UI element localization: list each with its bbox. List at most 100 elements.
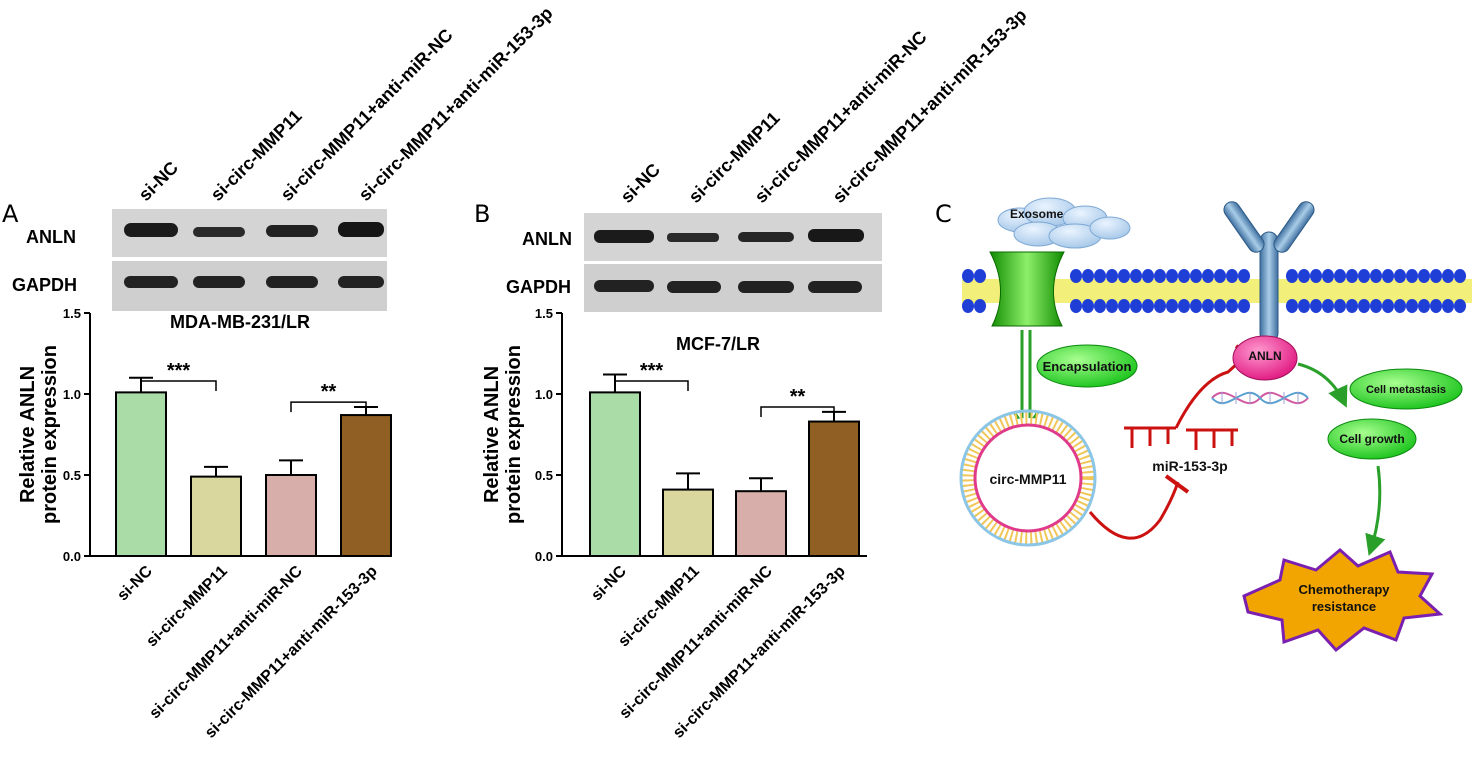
y-axis-label: protein expression (503, 345, 525, 524)
activation-arrow (1365, 465, 1386, 556)
lipid-head (1358, 269, 1370, 283)
resistance-label: resistance (1312, 599, 1376, 614)
lipid-head (1382, 269, 1394, 283)
y-tick-label: 0.0 (63, 549, 81, 564)
band (738, 281, 794, 293)
panel-letter-c: C (935, 200, 952, 228)
y-tick-label: 1.5 (63, 306, 81, 321)
blot-a-lane-label: si-NC (135, 157, 182, 204)
bar (265, 474, 317, 557)
significance-label: ** (790, 386, 806, 408)
lipid-head (1418, 269, 1430, 283)
band (266, 225, 318, 237)
circ-mmp11-node: circ-MMP11 (959, 409, 1097, 547)
lipid-head (1130, 269, 1142, 283)
x-category-label: si-circ-MMP11+anti-miR-153-3p (202, 563, 381, 742)
lipid-head (1298, 299, 1310, 313)
blot-b-row-label: GAPDH (506, 277, 571, 297)
cell-metastasis-node: Cell metastasis (1349, 368, 1463, 410)
membrane-channel (989, 251, 1065, 327)
y-tick-label: 0.0 (535, 549, 553, 564)
x-category-label: si-circ-MMP11+anti-miR-NC (616, 562, 776, 722)
lipid-head (1130, 299, 1142, 313)
lipid-head (1238, 299, 1250, 313)
x-category-label: si-circ-MMP11 (143, 563, 231, 651)
blot-b-lane-label: si-NC (617, 159, 664, 206)
cell-metastasis-label: Cell metastasis (1366, 384, 1446, 396)
y-tick-label: 0.5 (535, 468, 553, 483)
lipid-head (1298, 269, 1310, 283)
western-blot-a: si-NC si-circ-MMP11 si-circ-MMP11+anti-m… (12, 3, 557, 311)
cell-growth-node: Cell growth (1327, 418, 1417, 460)
x-category-label: si-NC (114, 562, 156, 604)
y-axis-label: Relative ANLN (481, 366, 503, 503)
chart-title: MDA-MB-231/LR (170, 312, 310, 332)
band (808, 229, 864, 242)
lipid-head (1370, 269, 1382, 283)
band (124, 223, 178, 237)
lipid-head (1082, 299, 1094, 313)
lipid-head (1178, 269, 1190, 283)
lipid-head (1214, 299, 1226, 313)
y-tick-label: 0.5 (63, 468, 81, 483)
lipid-head (1070, 299, 1082, 313)
band (266, 276, 318, 288)
exosome-label: Exosome (1010, 207, 1064, 221)
pathway-diagram: Exosome Encapsulation circ-MMP11 (959, 197, 1472, 653)
band (338, 222, 384, 237)
lipid-head (1106, 269, 1118, 283)
panel-letter-b: B (474, 200, 490, 228)
significance-bracket (290, 401, 367, 413)
significance-label: *** (167, 360, 191, 382)
bar (190, 475, 242, 557)
significance-bracket (760, 406, 835, 417)
lipid-head (1382, 299, 1394, 313)
lipid-head (1118, 269, 1130, 283)
encapsulation-node: Encapsulation (1036, 344, 1138, 388)
lipid-head (1082, 269, 1094, 283)
band (667, 281, 721, 293)
lipid-head (1202, 299, 1214, 313)
inhibition-bar (1164, 474, 1190, 494)
lipid-head (1406, 269, 1418, 283)
lipid-head (1214, 269, 1226, 283)
lipid-head (1094, 269, 1106, 283)
circ-mmp11-label: circ-MMP11 (989, 471, 1066, 487)
chart-title: MCF-7/LR (676, 334, 760, 354)
bar (735, 490, 787, 558)
y-axis-label: protein expression (39, 345, 61, 524)
lipid-head (1334, 299, 1346, 313)
significance-label: ** (321, 381, 337, 403)
lipid-head (1286, 269, 1298, 283)
y-axis-label: Relative ANLN (17, 366, 39, 503)
lipid-head (1118, 299, 1130, 313)
y-tick-label: 1.0 (63, 387, 81, 402)
anln-node: ANLN (1232, 335, 1298, 381)
lipid-head (1166, 299, 1178, 313)
lipid-head (1310, 299, 1322, 313)
lipid-head (1370, 299, 1382, 313)
lipid-head (1334, 269, 1346, 283)
lipid-head (1346, 299, 1358, 313)
bar (115, 391, 167, 557)
blot-a-row-label: ANLN (26, 227, 76, 247)
y-tick-label: 1.0 (535, 387, 553, 402)
lipid-head (962, 269, 974, 283)
western-blot-b: si-NC si-circ-MMP11 si-circ-MMP11+anti-m… (506, 5, 1031, 312)
band (124, 276, 178, 288)
bar (340, 414, 392, 557)
lipid-head (1190, 269, 1202, 283)
x-category-label: si-circ-MMP11+anti-miR-NC (146, 562, 306, 722)
encapsulation-label: Encapsulation (1043, 359, 1132, 374)
bar (589, 391, 641, 557)
band (594, 280, 654, 292)
blot-b-row-label: ANLN (522, 229, 572, 249)
lipid-head (1418, 299, 1430, 313)
lipid-head (1310, 269, 1322, 283)
lipid-head (1238, 269, 1250, 283)
cell-membrane (962, 269, 1472, 313)
significance-bracket (614, 380, 689, 392)
